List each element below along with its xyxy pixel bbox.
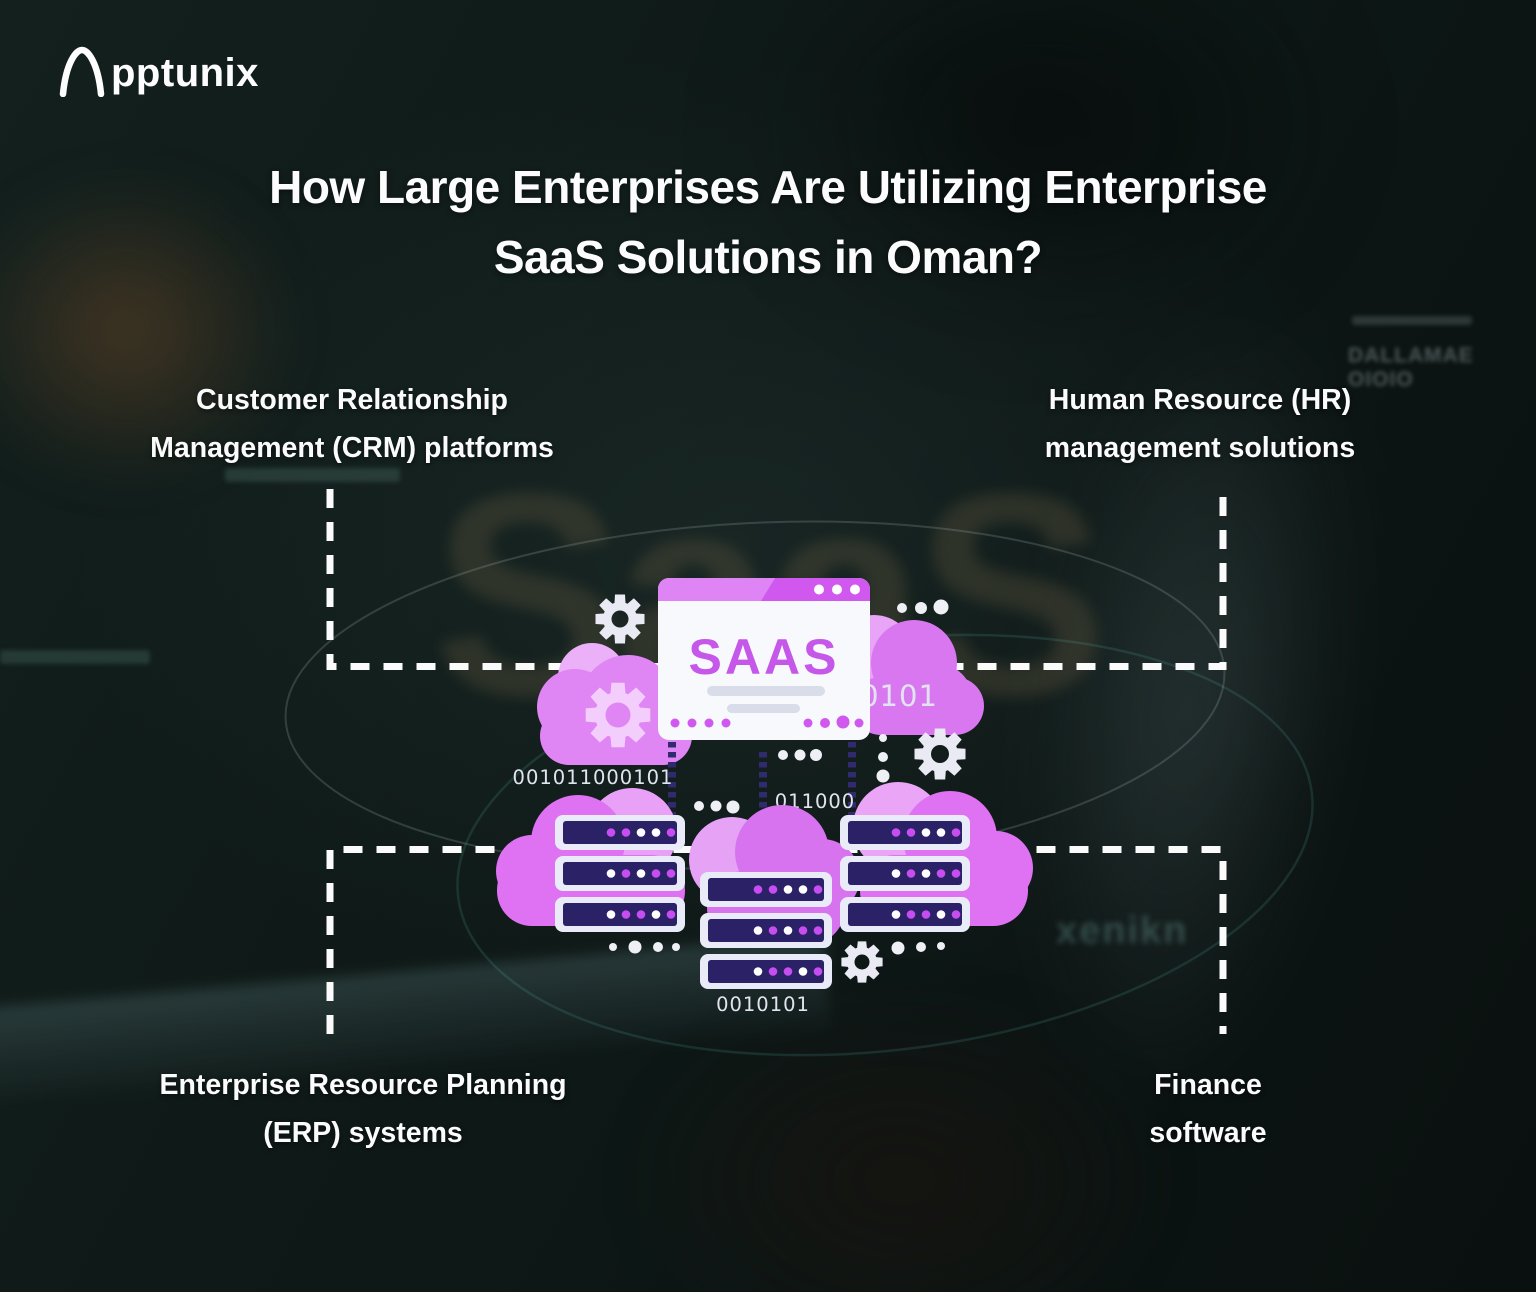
label-hr-line1: Human Resource (HR) [1048, 384, 1352, 416]
window-text-line [727, 704, 800, 713]
title-line-2: SaaS Solutions in Oman? [493, 231, 1043, 283]
logo-wordmark: pptunix [111, 51, 259, 95]
server-rack [840, 856, 970, 891]
window-saas-text: SAAS [689, 629, 840, 685]
title-line-1: How Large Enterprises Are Utilizing Ente… [269, 161, 1267, 213]
data-stream-columns [668, 742, 856, 839]
dots-mid [694, 734, 890, 814]
connector-top [326, 489, 1227, 670]
label-finance-line1: Finance [1154, 1069, 1262, 1101]
binary-code-left: 001011000101 [513, 766, 674, 789]
cloud-top-left [537, 643, 692, 765]
saas-browser-window: SAAS [658, 578, 870, 740]
server-rack [555, 856, 685, 891]
background-faint-text-bar [0, 650, 150, 664]
background-artifact-text: xenikn [1056, 910, 1189, 952]
label-hr-line2: management solutions [1044, 432, 1356, 464]
label-crm-line1: Customer Relationship [196, 384, 508, 416]
server-rack [840, 815, 970, 850]
page-title: How Large Enterprises Are Utilizing Ente… [0, 152, 1536, 292]
saas-illustration: 0101 SAAS [496, 578, 1033, 1016]
label-hr: Human Resource (HR) management solutions [950, 376, 1450, 472]
cloud-top-right: 0101 [834, 615, 984, 735]
gear-icon [914, 728, 966, 780]
apptunix-logo: pptunix [57, 45, 259, 97]
window-text-line [707, 686, 825, 696]
server-rack [700, 913, 832, 948]
apptunix-arch-icon [59, 46, 105, 97]
background-faint-text-bar [1352, 316, 1472, 325]
gear-icon [595, 594, 645, 644]
cloud-bottom-right [853, 782, 1033, 926]
dots-top-right [897, 599, 949, 615]
cloud-bottom-center [689, 805, 860, 945]
label-erp: Enterprise Resource Planning (ERP) syste… [103, 1061, 623, 1157]
binary-code-bottom: 0010101 [716, 993, 810, 1016]
gear-icon [585, 682, 651, 748]
label-finance-line2: software [1149, 1117, 1267, 1149]
label-erp-line2: (ERP) systems [263, 1117, 463, 1149]
server-rack [840, 897, 970, 932]
binary-code-mid: 011000 [775, 790, 855, 813]
server-rack [700, 872, 832, 907]
gear-icon [841, 941, 883, 983]
server-rack [700, 954, 832, 989]
window-titlebar-dots [814, 584, 860, 595]
label-crm-line2: Management (CRM) platforms [150, 432, 554, 464]
window-bottom-dots [670, 715, 864, 729]
dots-bottom [609, 940, 945, 955]
cloud-binary-code: 0101 [860, 679, 938, 713]
cloud-bottom-left [496, 788, 685, 926]
label-erp-line1: Enterprise Resource Planning [159, 1069, 567, 1101]
label-crm: Customer Relationship Management (CRM) p… [92, 376, 612, 472]
server-rack [555, 897, 685, 932]
label-finance: Finance software [958, 1061, 1458, 1157]
server-rack [555, 815, 685, 850]
connector-bottom [326, 846, 1227, 1034]
